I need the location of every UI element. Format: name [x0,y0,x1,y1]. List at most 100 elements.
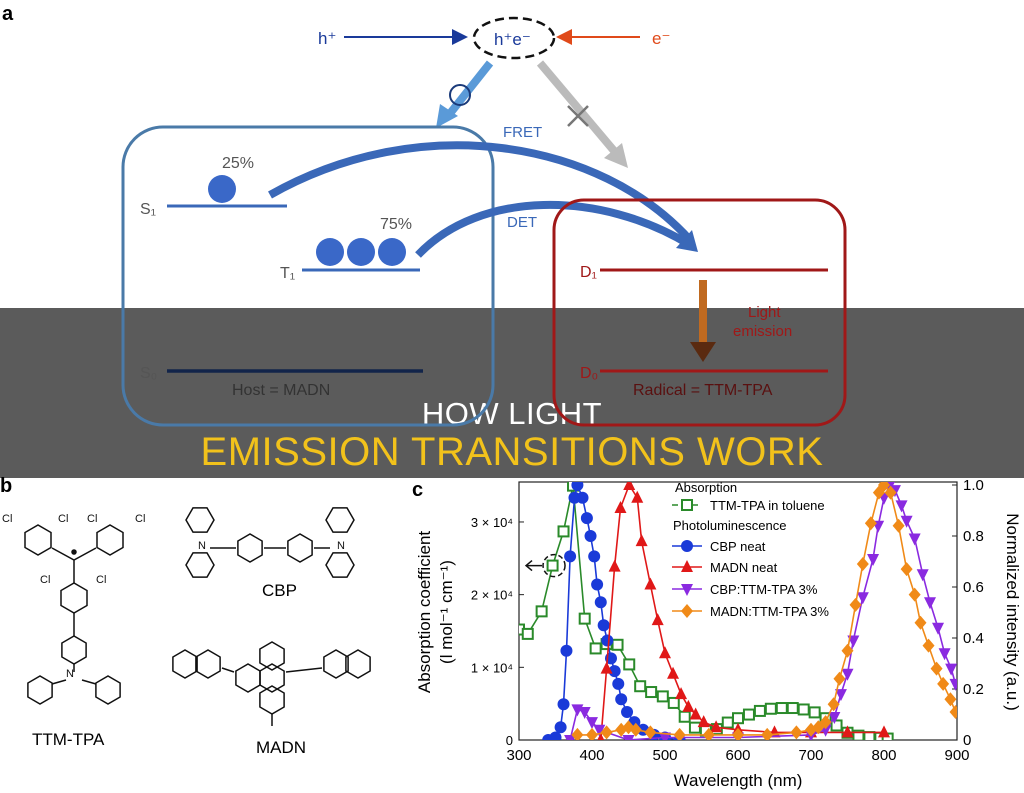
data-point [884,485,897,500]
data-point [856,592,869,605]
x-axis-label: Wavelength (nm) [674,771,803,790]
data-point [900,515,913,528]
data-point [797,703,810,716]
data-point [819,712,832,725]
y-left-tick-label: 0 [506,733,513,748]
data-point [554,721,567,734]
title-banner: HOW LIGHT EMISSION TRANSITIONS WORK [0,308,1024,478]
y-right-tick-label: 1.0 [963,477,984,494]
data-point [697,715,710,728]
y-right-tick-label: 0.8 [963,528,984,545]
bonds [51,547,97,685]
data-point [888,485,901,498]
data-point [710,723,723,736]
data-point [593,724,606,737]
data-point [568,491,581,504]
data-point [591,578,604,591]
allowed-arrowhead [436,104,458,128]
data-point [645,686,658,699]
benzene-ring [96,524,124,556]
data-point [937,676,950,691]
data-point [557,698,570,711]
data-point [812,720,825,735]
data-point [753,704,766,717]
benzene-ring [60,582,88,614]
data-point [628,716,641,729]
data-point [634,680,647,693]
data-point [878,492,890,505]
data-point [863,731,876,740]
data-point [678,710,691,723]
data-point [601,634,614,647]
y-left-tick-label: 3 × 10⁴ [471,515,513,530]
data-point [930,661,943,676]
data-point [923,597,936,610]
data-point [549,731,562,740]
data-point [847,635,860,648]
data-point [622,720,635,735]
data-point [571,727,584,740]
data-point [611,638,624,651]
y-right-tick-label: 0.6 [963,579,984,596]
s1-label: S₁ [140,201,156,218]
legend-marker [681,540,693,552]
radical-label: Radical = TTM-TPA [633,382,773,399]
data-point [834,689,847,702]
data-point [659,646,671,659]
data-point [578,706,591,719]
data-point [808,706,821,719]
data-point [648,728,661,740]
data-point [790,725,803,740]
benzene-ring [259,685,285,715]
data-point [519,623,525,636]
data-point [768,725,781,738]
data-point [615,722,628,737]
molecule-name-madn: MADN [256,738,306,757]
data-point [584,530,597,542]
y-right-tick-label: 0.4 [963,630,984,647]
data-point [856,557,869,572]
data-point [742,708,755,721]
data-point [900,562,913,577]
triplet-percent: 75% [380,216,412,233]
molecule-name-cbp: CBP [262,581,297,600]
bonds [221,667,323,726]
legend-pl-header: Photoluminescence [673,518,786,533]
benzene-ring [24,524,52,556]
transfer-arrowhead [676,230,698,252]
atom-n: N [337,540,345,552]
data-point [542,734,555,740]
benzene-ring [259,663,285,693]
data-point [594,596,607,609]
allowed-circle-icon [449,84,471,106]
legend-entry: CBP neat [710,539,766,554]
singlet-percent: 25% [222,155,254,172]
data-point [938,648,951,661]
s0-label: S₀ [140,365,157,382]
data-point [841,725,854,738]
series-line [547,482,680,740]
benzene-ring [61,635,87,665]
data-point [841,668,854,681]
data-point [849,597,862,612]
benzene-ring [287,533,313,563]
data-point [600,638,613,651]
data-point [586,727,598,740]
atom-cl: Cl [2,513,12,525]
legend-marker [681,499,693,511]
axis-indicator-circle [542,553,566,578]
data-point [600,725,613,740]
data-point [651,613,664,626]
data-point [841,726,854,739]
data-point [721,716,734,729]
data-point [623,658,636,671]
benzene-ring [345,649,371,679]
singlet-exciton [208,175,236,203]
fret-label: FRET [503,124,542,141]
data-point [614,500,627,513]
data-point [805,729,817,740]
data-point [567,482,580,492]
title-line-2: EMISSION TRANSITIONS WORK [200,430,824,474]
data-point [949,704,957,719]
